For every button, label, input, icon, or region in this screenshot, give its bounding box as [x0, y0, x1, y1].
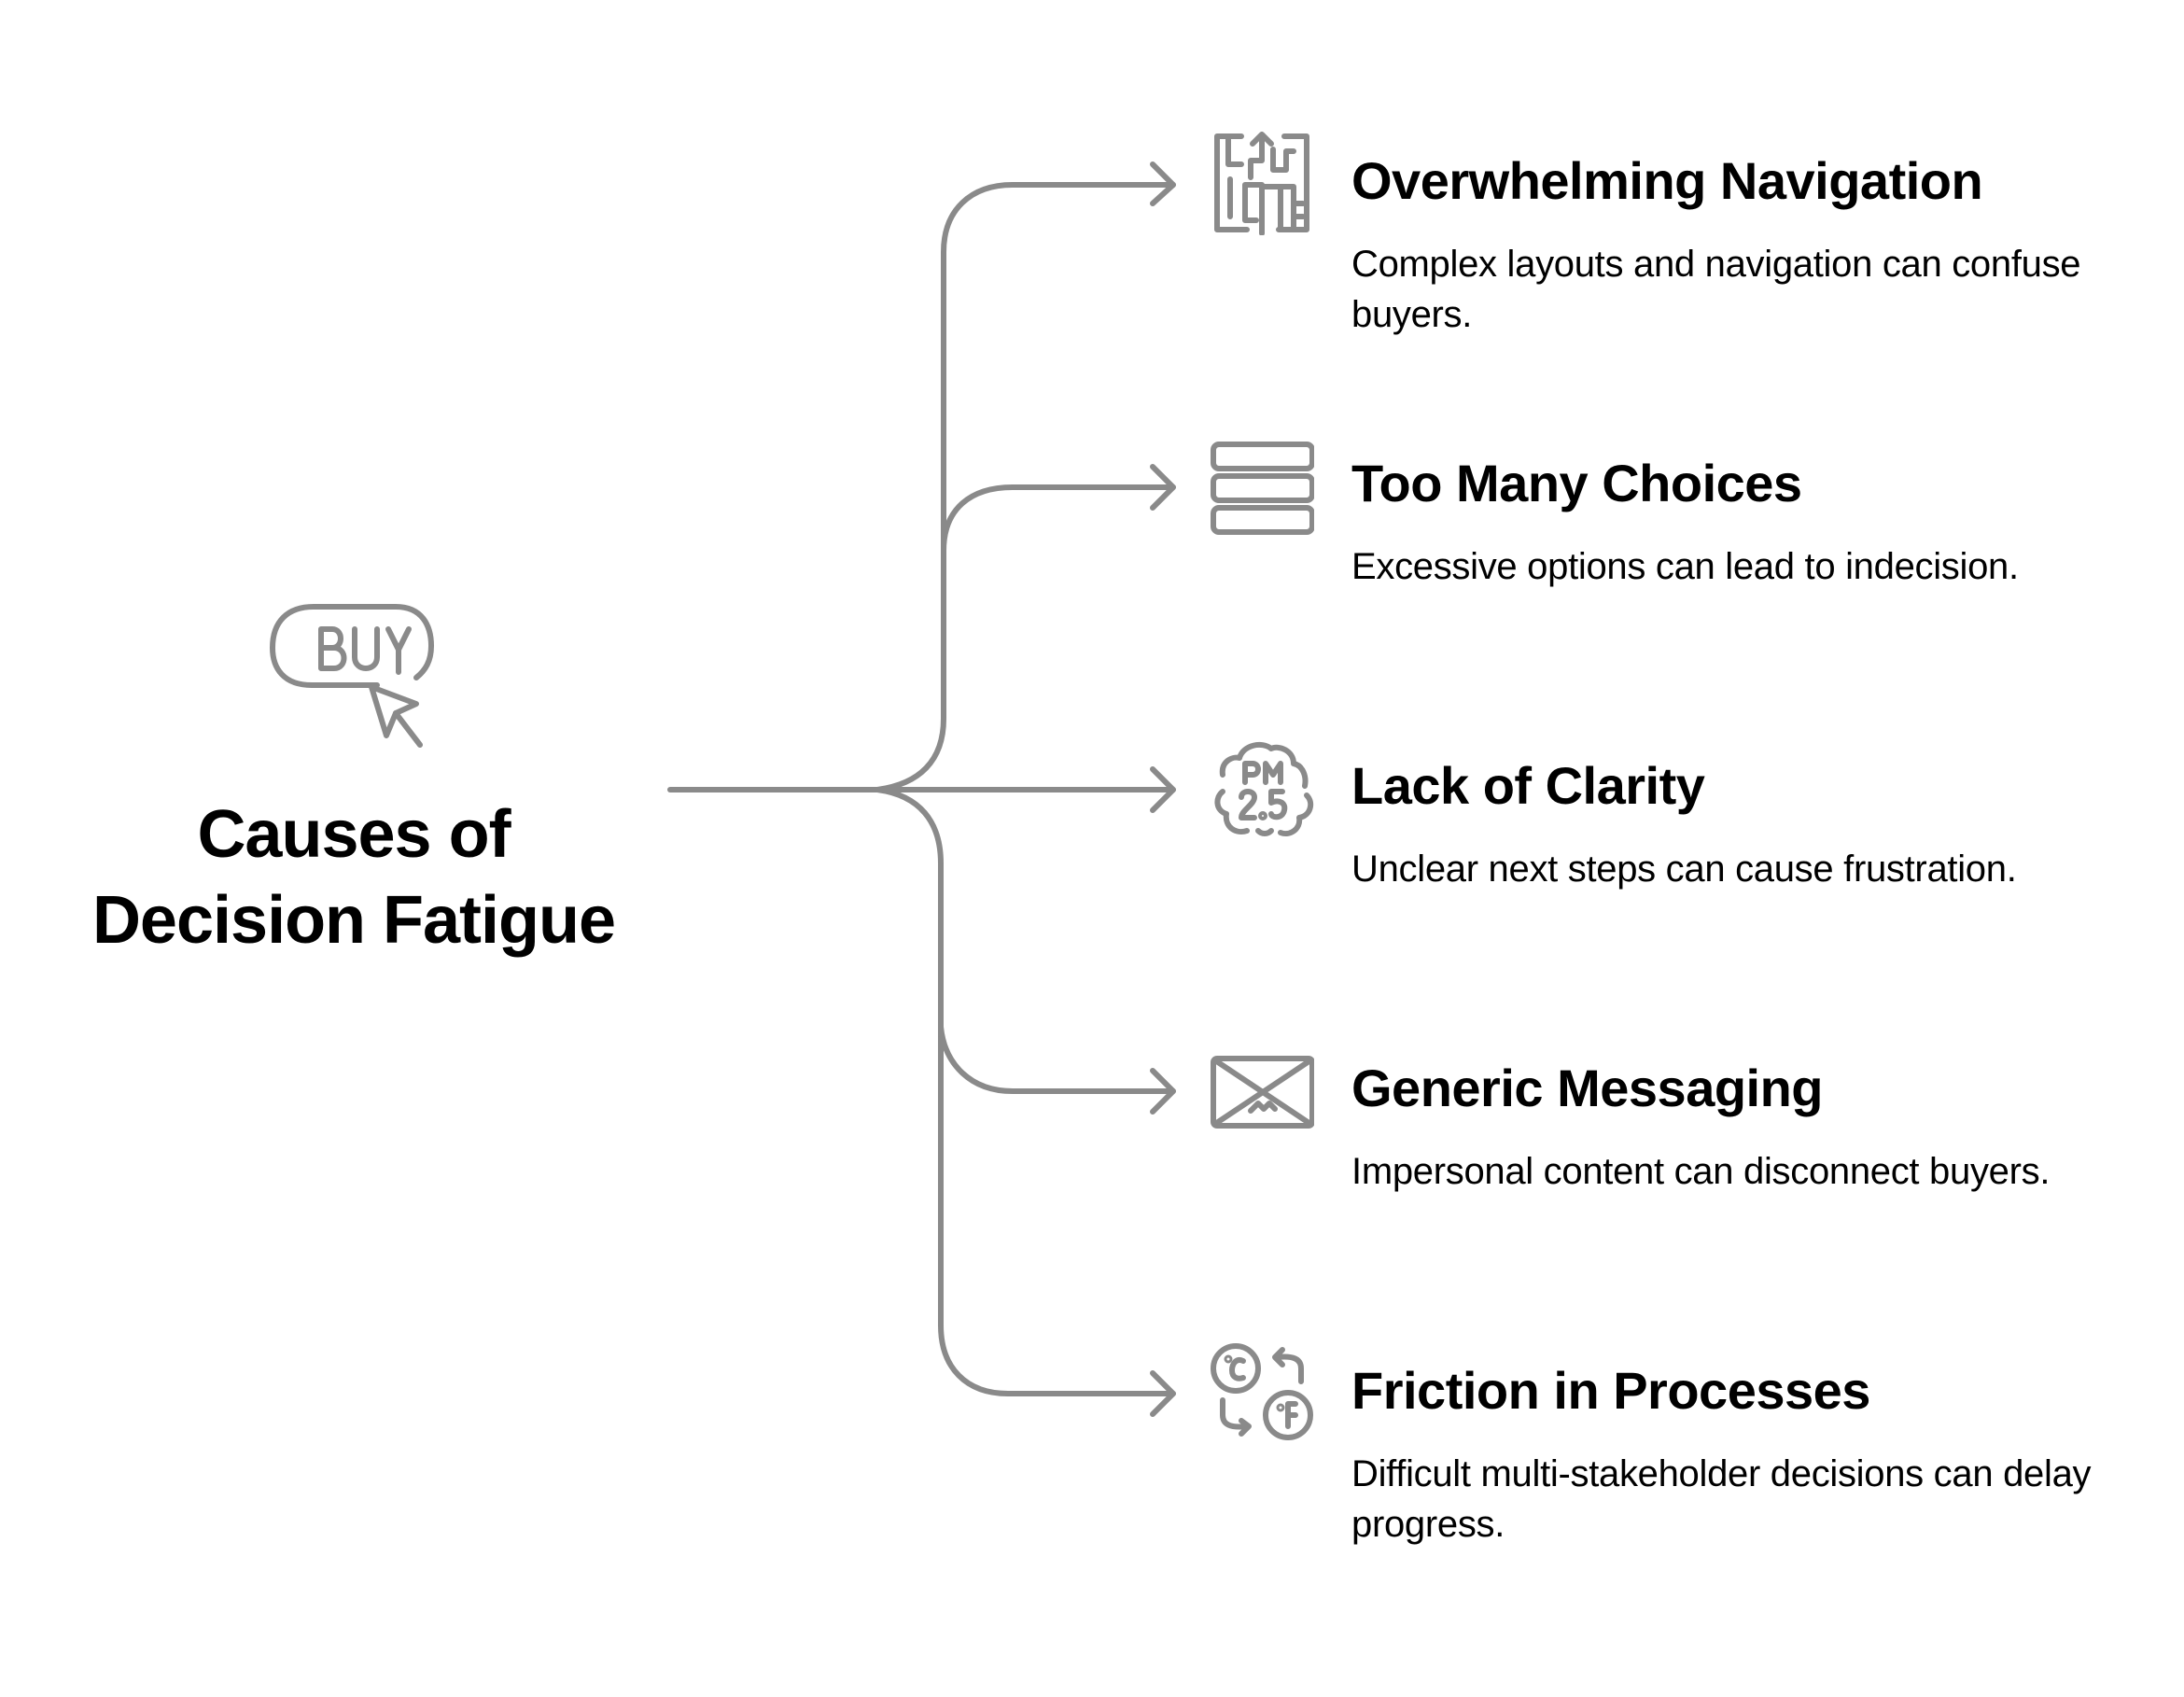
pm25-cloud-icon: [1214, 741, 1314, 836]
main-title: Causes of Decision Fatigue: [74, 792, 634, 963]
connector-branch-5: [875, 787, 1176, 1396]
cause-item-lack-of-clarity: Lack of Clarity Unclear next steps can c…: [1351, 756, 2173, 894]
connector-branch-4: [938, 1024, 1176, 1094]
cause-item-friction-in-processes: Friction in Processes Difficult multi-st…: [1351, 1361, 2173, 1550]
cause-description: Impersonal content can disconnect buyers…: [1351, 1151, 2051, 1192]
cause-description: Complex layouts and navigation can confu…: [1351, 244, 2081, 335]
cause-item-too-many-choices: Too Many Choices Excessive options can l…: [1351, 454, 2173, 592]
cause-title: Overwhelming Navigation: [1351, 151, 1983, 210]
cause-item-generic-messaging: Generic Messaging Impersonal content can…: [1351, 1059, 2173, 1197]
connector-branch-2: [941, 484, 1176, 554]
cause-description: Excessive options can lead to indecision…: [1351, 546, 2019, 587]
connector-branch-1: [875, 182, 1176, 792]
cause-description: Unclear next steps can cause frustration…: [1351, 848, 2017, 890]
maze-icon: [1214, 132, 1309, 235]
buy-button-cursor-icon: [270, 604, 434, 748]
cause-item-overwhelming-navigation: Overwhelming Navigation Complex layouts …: [1351, 151, 2173, 340]
cause-description: Difficult multi-stakeholder decisions ca…: [1351, 1453, 2092, 1545]
cause-title: Lack of Clarity: [1351, 756, 1705, 815]
cause-title: Generic Messaging: [1351, 1059, 1824, 1117]
stacked-options-icon: [1211, 442, 1314, 535]
main-title-line-1: Causes of: [197, 797, 511, 872]
celsius-fahrenheit-convert-icon: [1211, 1343, 1313, 1440]
cause-title: Friction in Processes: [1351, 1361, 1870, 1420]
cause-title: Too Many Choices: [1351, 454, 1802, 512]
main-title-line-2: Decision Fatigue: [91, 883, 616, 958]
envelope-icon: [1211, 1056, 1314, 1129]
